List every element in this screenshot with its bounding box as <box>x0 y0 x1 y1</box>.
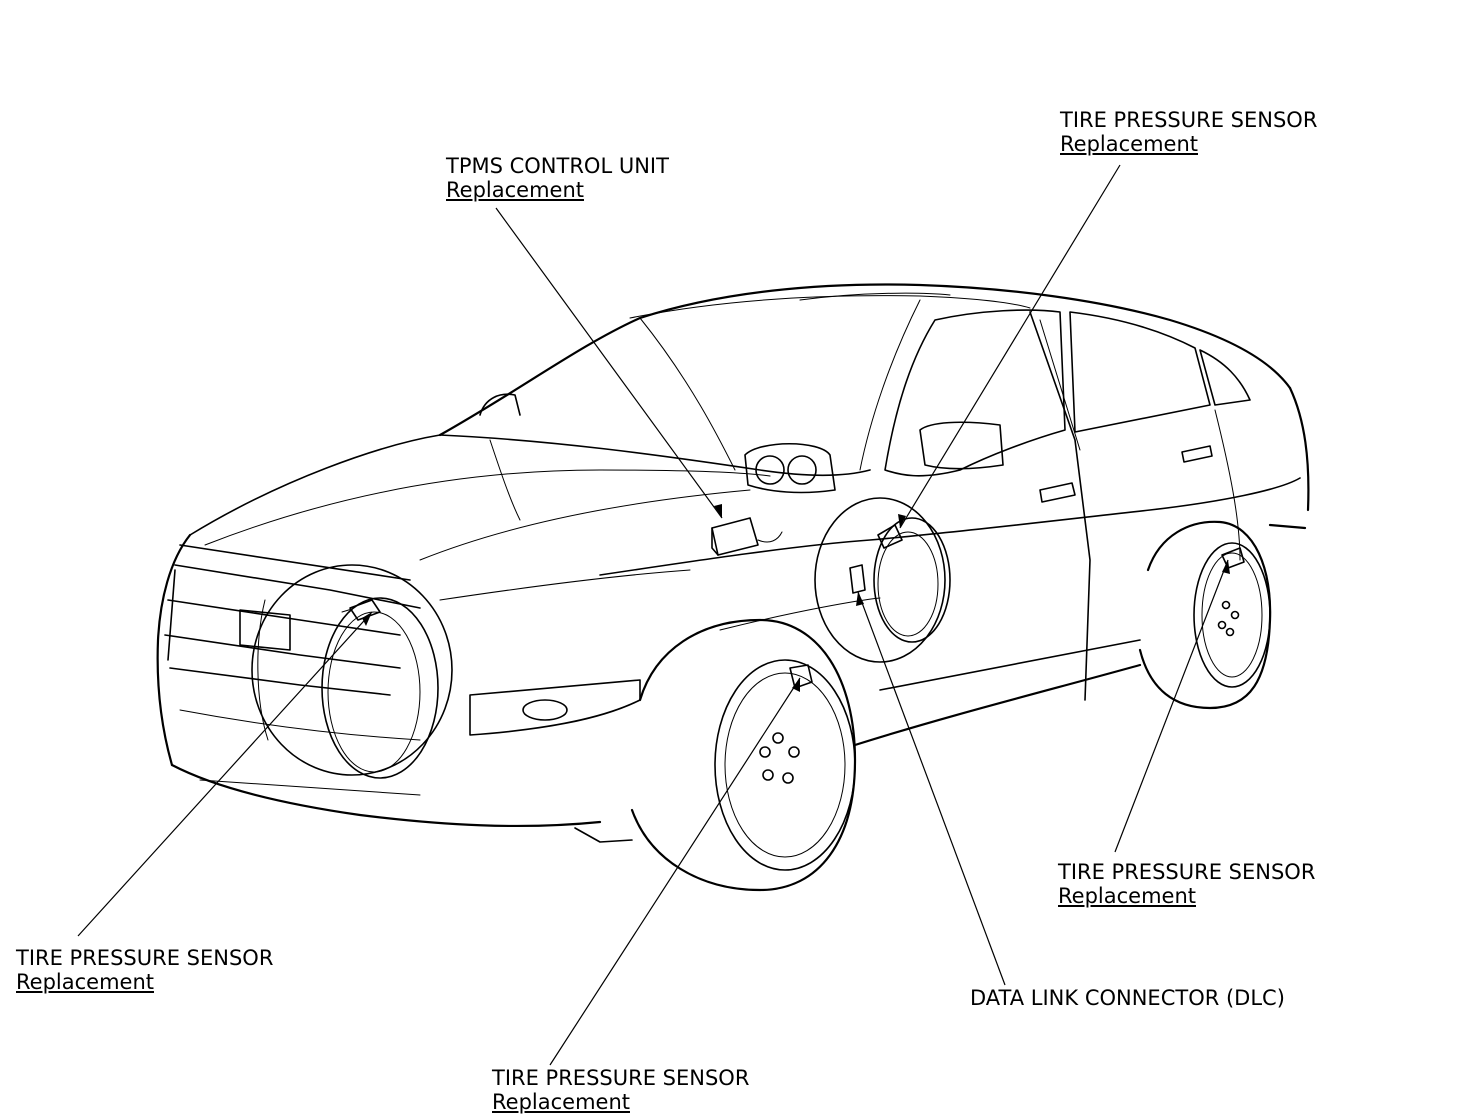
callout-tire-pressure-sensor-rear-left: TIRE PRESSURE SENSOR Replacement <box>1060 108 1317 156</box>
tire-pressure-sensor-replacement-link[interactable]: Replacement <box>1058 884 1196 908</box>
callout-tire-pressure-sensor-rear-right: TIRE PRESSURE SENSOR Replacement <box>1058 860 1315 908</box>
callout-data-link-connector: DATA LINK CONNECTOR (DLC) <box>970 986 1285 1010</box>
car-body <box>156 283 1310 843</box>
front-left-sensor <box>341 599 381 621</box>
tire-pressure-sensor-replacement-link[interactable]: Replacement <box>16 970 154 994</box>
tire-pressure-sensor-replacement-link[interactable]: Replacement <box>492 1090 630 1114</box>
rear-right-wheel <box>1138 520 1272 710</box>
front-left-wheel <box>251 564 453 779</box>
tpms-control-unit-replacement-link[interactable]: Replacement <box>446 178 584 202</box>
leader-lines <box>77 164 1229 1066</box>
tire-pressure-sensor-label: TIRE PRESSURE SENSOR <box>492 1066 750 1090</box>
leader-arrowheads <box>362 504 1230 692</box>
tpms-control-unit <box>711 517 783 556</box>
front-right-wheel <box>630 618 857 892</box>
callout-tpms-control-unit: TPMS CONTROL UNIT Replacement <box>446 154 669 202</box>
tire-pressure-sensor-label: TIRE PRESSURE SENSOR <box>1060 108 1318 132</box>
rear-left-wheel <box>814 497 951 663</box>
data-link-connector-label: DATA LINK CONNECTOR (DLC) <box>970 986 1285 1010</box>
tpms-control-unit-label: TPMS CONTROL UNIT <box>446 154 669 178</box>
tire-pressure-sensor-replacement-link[interactable]: Replacement <box>1060 132 1198 156</box>
tire-pressure-sensor-label: TIRE PRESSURE SENSOR <box>1058 860 1316 884</box>
callout-tire-pressure-sensor-front-left: TIRE PRESSURE SENSOR Replacement <box>16 946 273 994</box>
tire-pressure-sensor-label: TIRE PRESSURE SENSOR <box>16 946 274 970</box>
callout-tire-pressure-sensor-front-right: TIRE PRESSURE SENSOR Replacement <box>492 1066 749 1114</box>
